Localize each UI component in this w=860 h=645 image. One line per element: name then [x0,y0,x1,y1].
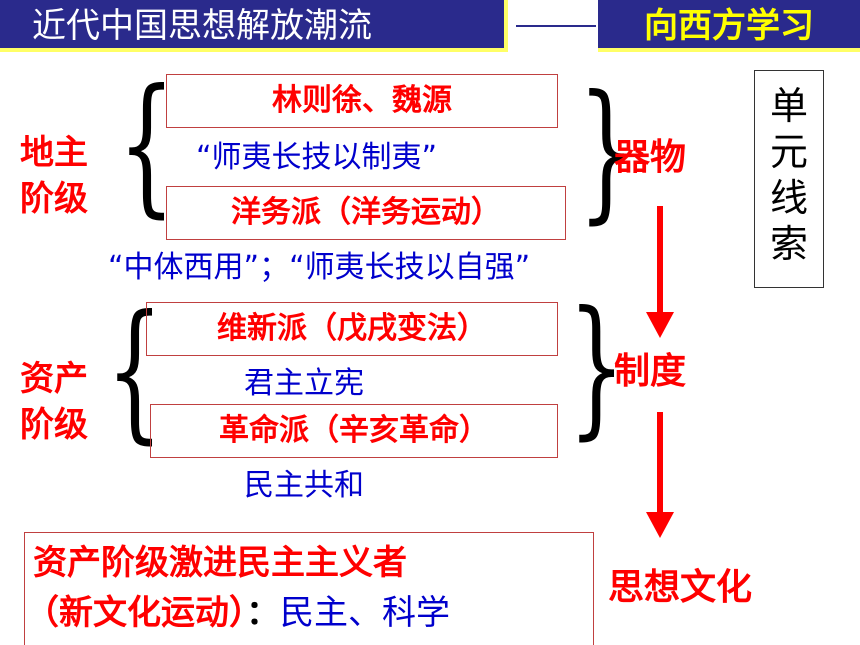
radical-line2: （新文化运动）：民主、科学 [25,591,450,635]
title-separator [516,25,596,27]
bourgeois-class-label: 资产 阶级 [20,359,88,445]
landlord-group-yangwu: 洋务派（洋务运动） [166,186,566,240]
bourgeois-group-revolution: 革命派（辛亥革命） [150,404,558,458]
radical-box: 资产阶级激进民主主义者 （新文化运动）：民主、科学 [24,532,594,645]
bourgeois-slogan-republic: 民主共和 [244,468,364,503]
arrow-system-to-culture-shaft [657,412,663,514]
bourgeois-slogan-constitutional: 君主立宪 [244,366,364,401]
unit-thread-label: 单 元 线 索 [769,84,808,266]
radical-title: 资产阶级激进民主主义者 [33,543,407,583]
bourgeois-right-brace: } [568,280,626,454]
arrow-objects-to-system-shaft [657,206,663,314]
landlord-right-brace: } [578,64,636,238]
arrow-system-to-culture-head [646,512,674,538]
landlord-result-label: 器物 [614,137,687,178]
landlord-group-lin-wei: 林则徐、魏源 [166,74,558,128]
radical-colon: ： [246,593,280,633]
landlord-slogan: “师夷长技以制夷” [196,140,438,175]
bourgeois-group-reform: 维新派（戊戌变法） [146,302,558,356]
radical-content: 民主、科学 [280,593,450,633]
bridge-slogan: “中体西用”；“师夷长技以自强” [108,250,531,285]
radical-movement: （新文化运动） [25,593,246,633]
landlord-brace: { [118,58,176,232]
landlord-class-label: 地主 阶级 [20,133,88,219]
radical-result-label: 思想文化 [608,567,753,608]
bourgeois-result-label: 制度 [614,351,687,392]
bourgeois-brace: { [106,284,164,458]
arrow-objects-to-system-head [646,312,674,338]
page-subtitle: 向西方学习 [598,0,860,52]
page-title: 近代中国思想解放潮流 [0,0,508,52]
unit-thread-box: 单 元 线 索 [754,70,824,288]
